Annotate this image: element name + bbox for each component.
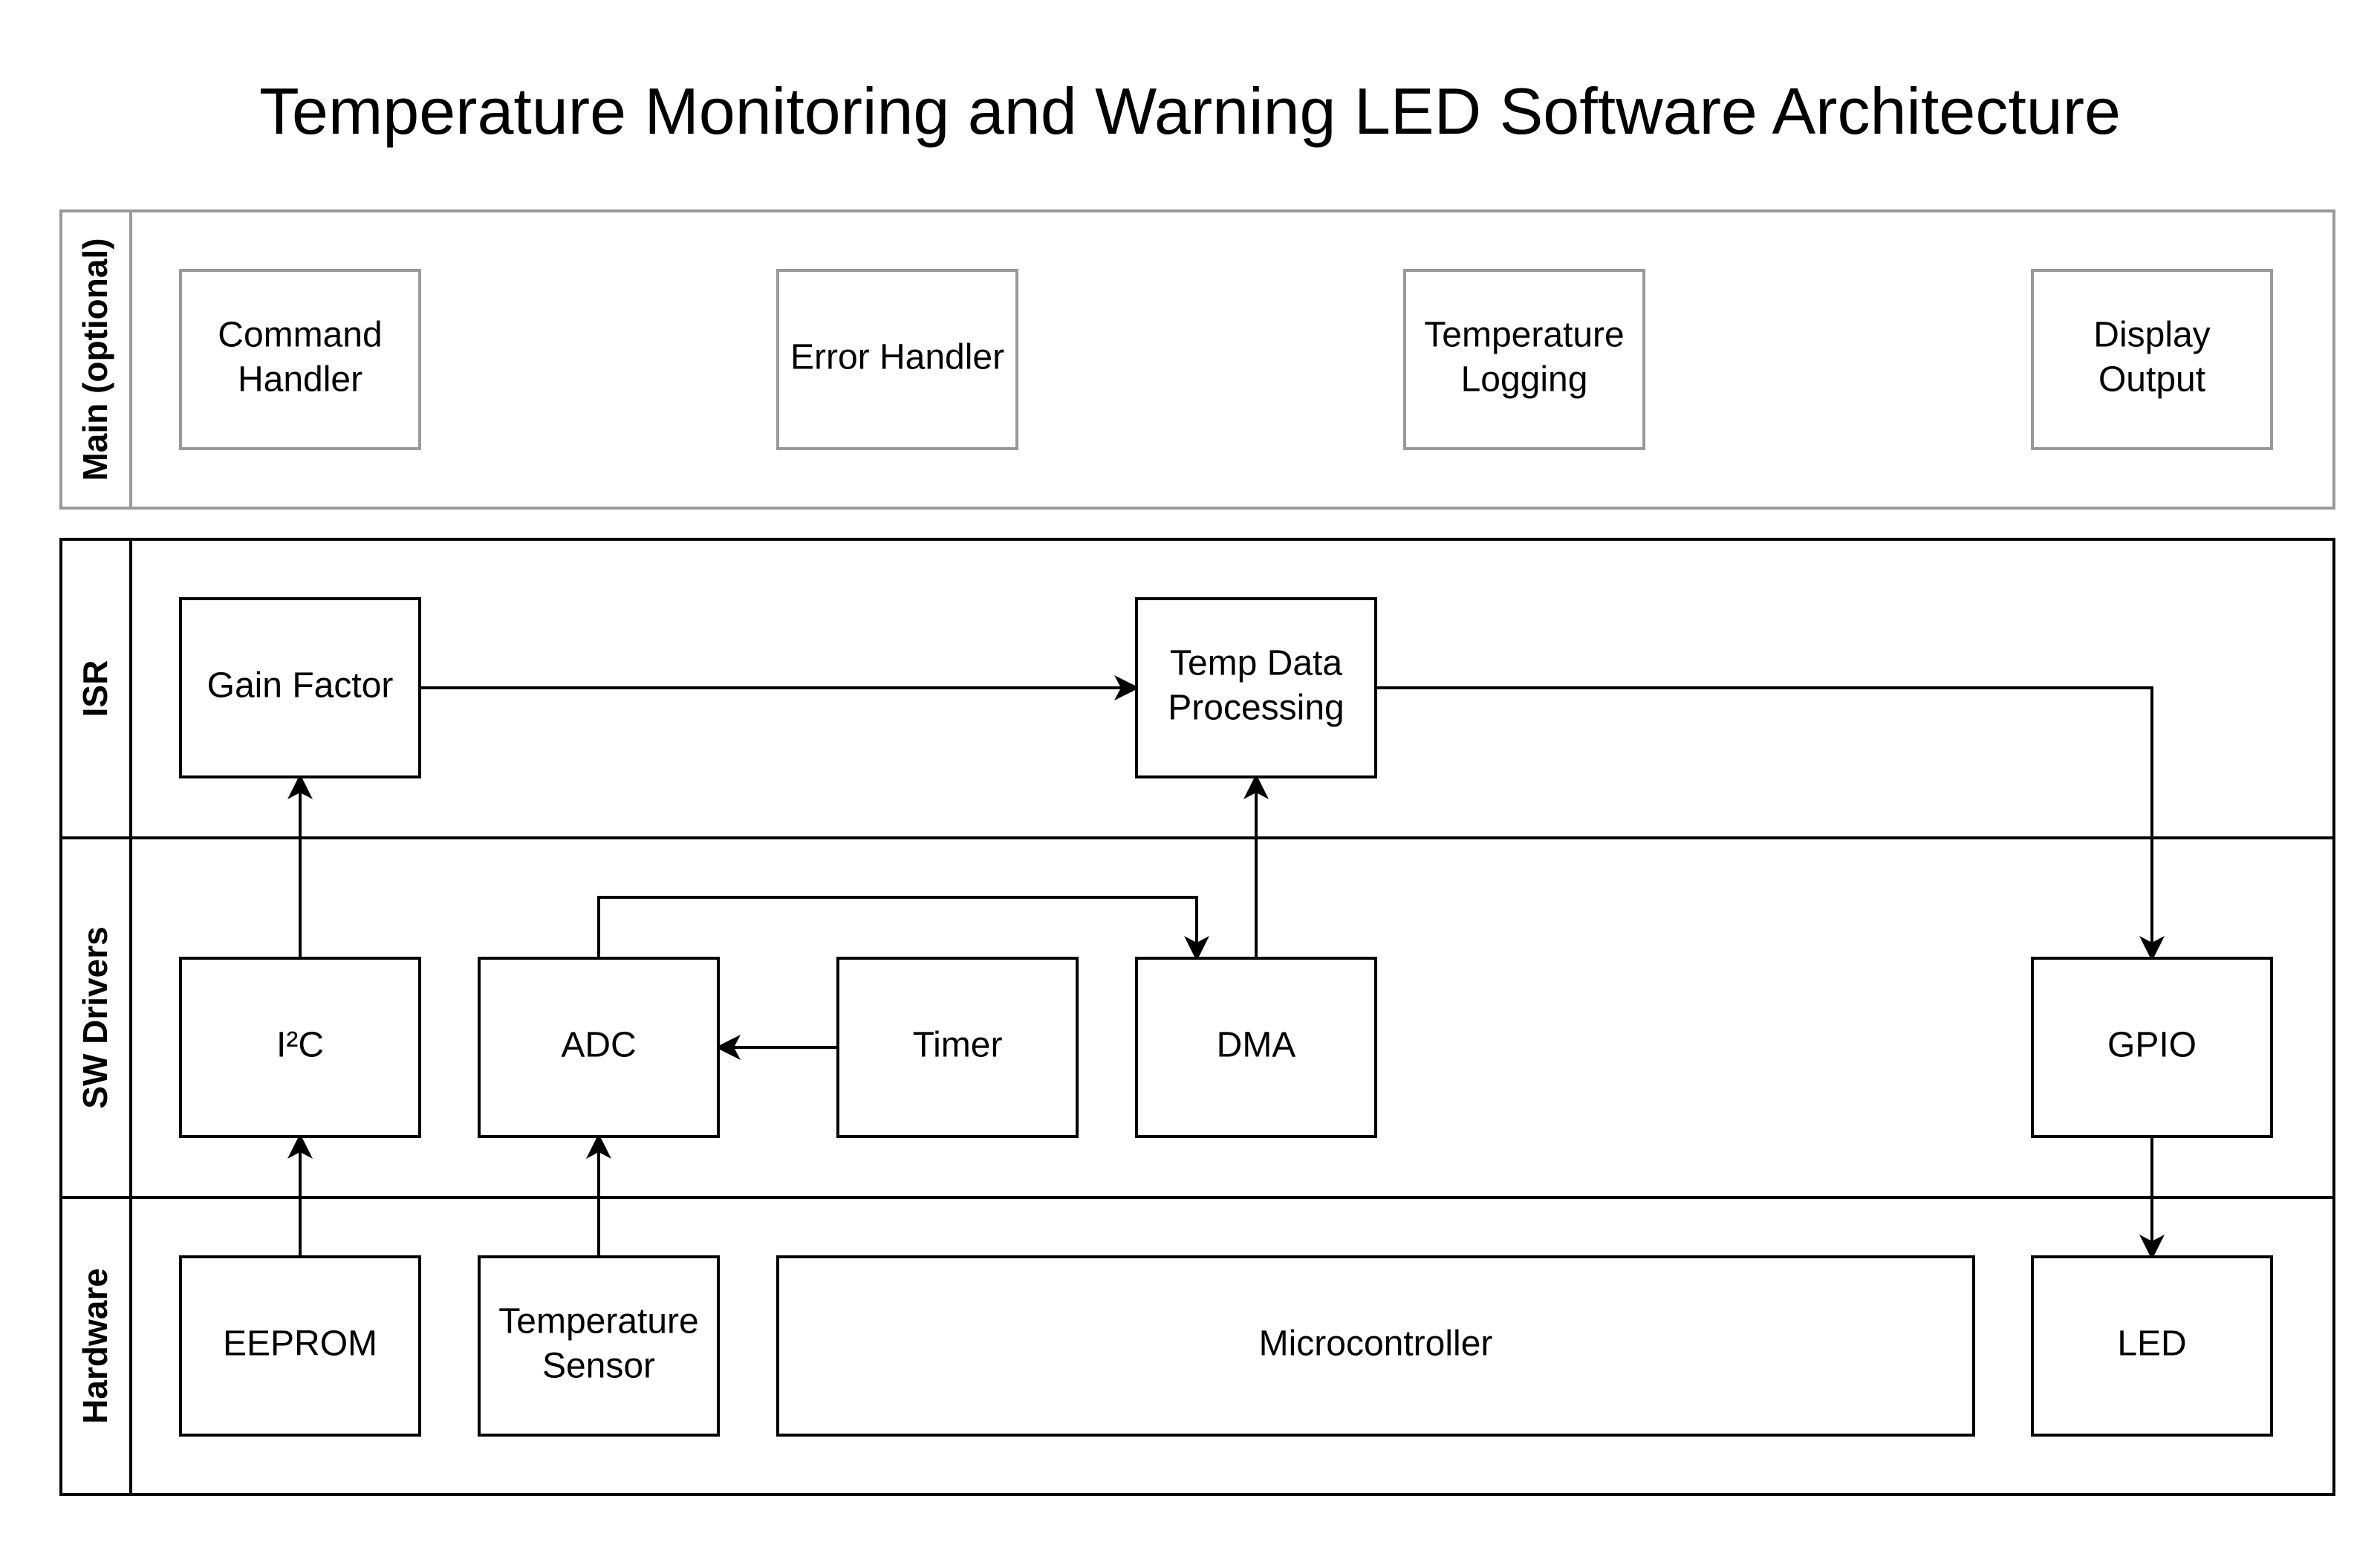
box-timer-frame bbox=[836, 957, 1079, 1138]
box-gpio: GPIO bbox=[2031, 957, 2273, 1138]
lane-label-main: Main (optional) bbox=[76, 238, 114, 481]
box-command-handler-frame bbox=[179, 269, 421, 450]
box-microcontroller-frame bbox=[776, 1255, 1975, 1437]
lower-pool: ISR SW Drivers Hardware bbox=[59, 538, 2335, 1496]
box-command-handler-label: Command bbox=[218, 316, 382, 355]
box-adc-frame bbox=[478, 957, 720, 1138]
box-temperature-sensor-label: Sensor bbox=[542, 1347, 655, 1386]
box-timer-label: Timer bbox=[913, 1026, 1003, 1065]
box-led-frame bbox=[2031, 1255, 2273, 1437]
lane-label-sw-drivers: SW Drivers bbox=[76, 926, 114, 1108]
box-command-handler-label: Handler bbox=[238, 360, 362, 400]
box-temperature-sensor-label: Temperature bbox=[498, 1302, 698, 1342]
box-gpio-frame bbox=[2031, 957, 2273, 1138]
box-error-handler: Error Handler bbox=[776, 269, 1018, 450]
box-eeprom: EEPROM bbox=[179, 1255, 421, 1437]
box-display-output-frame bbox=[2031, 269, 2273, 450]
box-gpio-label: GPIO bbox=[2107, 1026, 2197, 1065]
box-dma: DMA bbox=[1135, 957, 1377, 1138]
edge-adc-to-dma bbox=[597, 896, 1209, 961]
box-temperature-logging-frame bbox=[1403, 269, 1645, 450]
box-microcontroller-label: Microcontroller bbox=[1259, 1324, 1493, 1364]
main-pool-frame bbox=[59, 209, 2335, 510]
box-dma-frame bbox=[1135, 957, 1377, 1138]
box-gain-factor-frame bbox=[179, 597, 421, 778]
box-eeprom-label: EEPROM bbox=[223, 1324, 377, 1364]
box-error-handler-label: Error Handler bbox=[790, 338, 1004, 377]
box-temp-data-processing-frame bbox=[1135, 597, 1377, 778]
box-temp-data-processing-label: Temp Data bbox=[1170, 644, 1342, 683]
box-timer: Timer bbox=[836, 957, 1079, 1138]
edges bbox=[287, 675, 2165, 1260]
box-i2c: I²C bbox=[179, 957, 421, 1138]
box-gain-factor-label: Gain Factor bbox=[207, 666, 394, 706]
box-microcontroller: Microcontroller bbox=[776, 1255, 1975, 1437]
lane-label-hardware: Hardware bbox=[76, 1268, 114, 1424]
edge-temp-data-processing-to-gpio bbox=[1376, 686, 2165, 961]
box-temperature-logging-label: Logging bbox=[1461, 360, 1588, 400]
lane-label-isr: ISR bbox=[76, 660, 114, 718]
box-adc-label: ADC bbox=[561, 1026, 636, 1065]
lane-main: Main (optional) bbox=[59, 209, 2335, 510]
box-temp-data-processing-label: Processing bbox=[1168, 689, 1344, 728]
box-temperature-sensor-frame bbox=[478, 1255, 720, 1437]
box-display-output-label: Output bbox=[2098, 360, 2205, 400]
box-error-handler-frame bbox=[776, 269, 1018, 450]
box-adc: ADC bbox=[478, 957, 720, 1138]
box-dma-label: DMA bbox=[1217, 1026, 1296, 1065]
box-eeprom-frame bbox=[179, 1255, 421, 1437]
box-i2c-frame bbox=[179, 957, 421, 1138]
box-gain-factor: Gain Factor bbox=[179, 597, 421, 778]
box-i2c-label: I²C bbox=[276, 1026, 324, 1065]
box-led: LED bbox=[2031, 1255, 2273, 1437]
box-led-label: LED bbox=[2117, 1324, 2186, 1364]
box-display-output-label: Display bbox=[2093, 316, 2210, 355]
box-temperature-logging-label: Temperature bbox=[1424, 316, 1624, 355]
lower-pool-frame bbox=[59, 538, 2335, 1496]
diagram-title: Temperature Monitoring and Warning LED S… bbox=[259, 74, 2121, 148]
